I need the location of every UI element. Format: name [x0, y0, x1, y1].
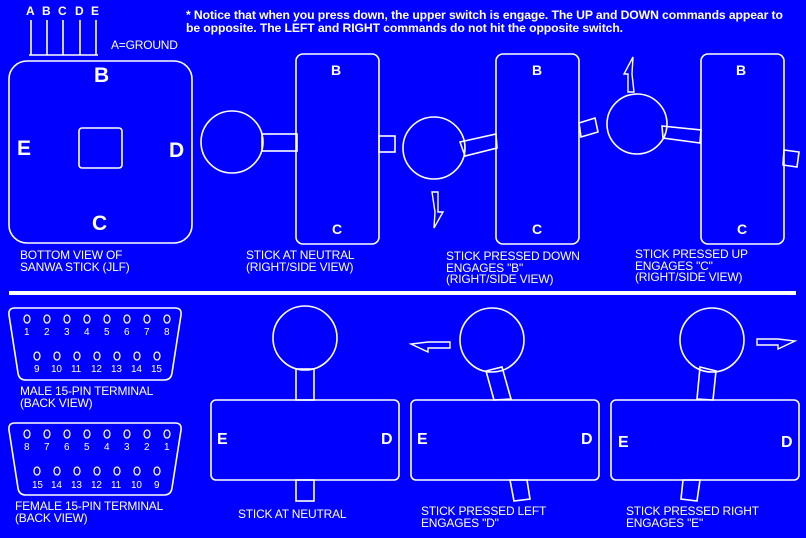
connector-pin-d: D	[75, 4, 84, 18]
front-view-neutral-label-d: D	[381, 431, 393, 448]
connector-pin-a: A	[26, 4, 35, 18]
female-terminal-outline	[8, 422, 182, 496]
connector-header	[29, 20, 98, 56]
down-arrow-icon	[431, 191, 445, 229]
female-terminal-pins	[23, 429, 171, 476]
bottom-view-label-c: C	[92, 212, 108, 235]
side-view-down-caption: STICK PRESSED DOWN ENGAGES "B" (RIGHT/SI…	[446, 249, 580, 286]
side-view-down-label-b: B	[532, 62, 543, 78]
bottom-view-label-e: E	[17, 137, 32, 160]
bottom-view-caption: BOTTOM VIEW OF SANWA STICK (JLF)	[20, 248, 130, 274]
front-view-right-label-d: D	[781, 434, 793, 451]
bottom-view-actuator	[78, 127, 123, 169]
front-view-left-label-e: E	[417, 431, 428, 448]
right-arrow-icon	[756, 338, 798, 351]
side-view-neutral-label-c: C	[332, 221, 343, 237]
front-view-left-caption: STICK PRESSED LEFT ENGAGES "D"	[421, 504, 547, 530]
front-view-left-label-d: D	[581, 431, 593, 448]
side-view-neutral-label-b: B	[331, 62, 342, 78]
side-view-neutral-caption: STICK AT NEUTRAL (RIGHT/SIDE VIEW)	[246, 248, 355, 274]
side-view-neutral-drawing	[200, 53, 396, 245]
front-view-right-drawing	[610, 307, 800, 502]
connector-pin-b: B	[42, 4, 51, 18]
front-view-neutral-label-e: E	[217, 431, 228, 448]
male-terminal-outline	[8, 307, 182, 381]
side-view-down-drawing	[402, 53, 599, 245]
front-view-right-caption: STICK PRESSED RIGHT ENGAGES "E"	[626, 504, 759, 530]
side-view-down-label-c: C	[532, 221, 543, 237]
male-terminal-caption: MALE 15-PIN TERMINAL (BACK VIEW)	[20, 384, 154, 410]
front-view-right-label-e: E	[618, 434, 629, 451]
connector-pin-c: C	[58, 4, 67, 18]
bottom-view-label-b: B	[94, 64, 110, 87]
front-view-left-drawing	[408, 307, 600, 502]
front-view-neutral-drawing	[210, 305, 400, 502]
side-view-up-label-c: C	[737, 221, 748, 237]
ground-label: A=GROUND	[111, 38, 178, 52]
female-terminal-caption: FEMALE 15-PIN TERMINAL (BACK VIEW)	[15, 499, 164, 525]
side-view-up-label-b: B	[736, 62, 747, 78]
side-view-up-drawing	[606, 53, 800, 245]
bottom-view-housing	[8, 60, 193, 244]
side-view-up-caption: STICK PRESSED UP ENGAGES "C" (RIGHT/SIDE…	[635, 247, 748, 284]
front-view-neutral-caption: STICK AT NEUTRAL	[238, 507, 347, 521]
connector-pin-e: E	[91, 4, 100, 18]
notice-text: * Notice that when you press down, the u…	[186, 8, 783, 35]
left-arrow-icon	[408, 341, 451, 354]
up-arrow-icon	[622, 56, 635, 93]
bottom-view-label-d: D	[169, 139, 185, 162]
male-terminal-pins	[23, 314, 171, 361]
